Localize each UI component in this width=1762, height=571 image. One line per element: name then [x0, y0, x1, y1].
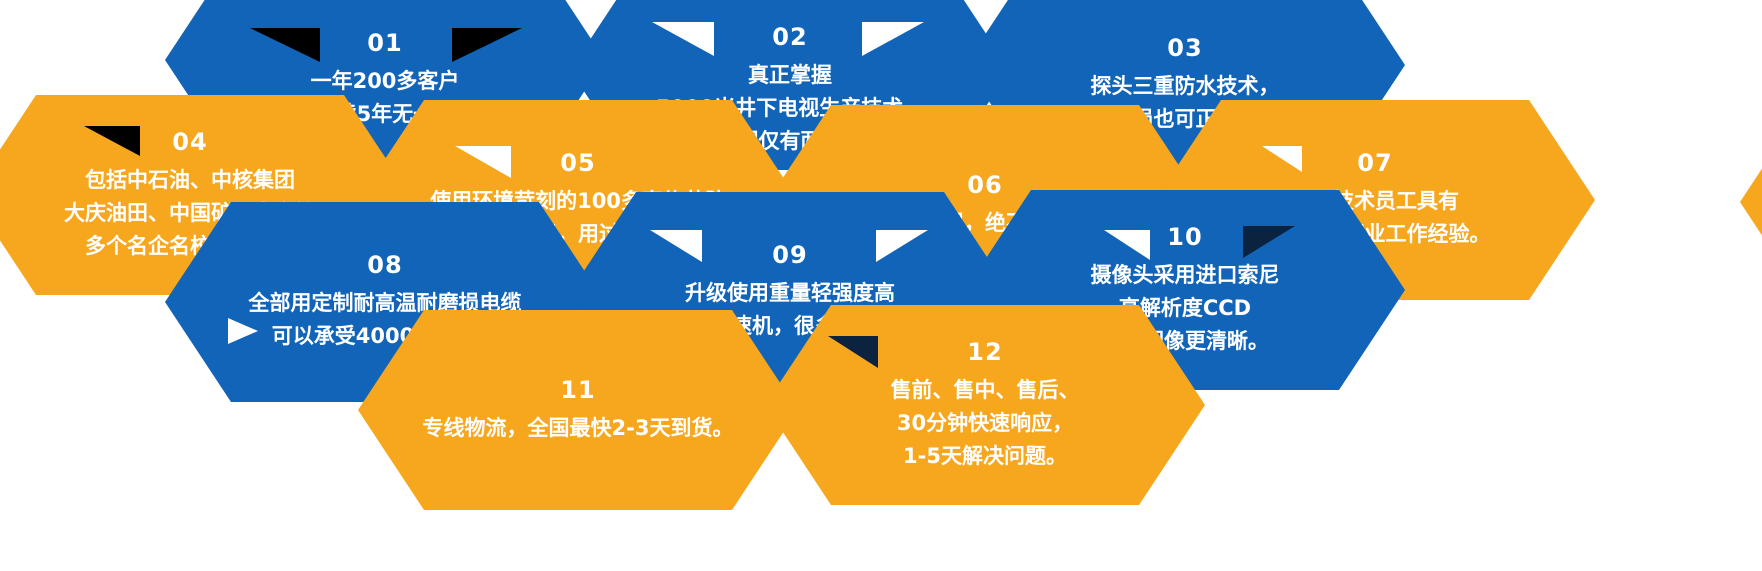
hexagon-line: 摄像头采用进口索尼: [1090, 262, 1280, 287]
hexagon-number: 07: [1357, 149, 1393, 177]
hexagon-number: 01: [367, 29, 403, 57]
hexagon-number: 04: [172, 127, 208, 156]
hexagon-line: 探头三重防水技术，: [1090, 74, 1280, 98]
hexagon-line: 包括中石油、中核集团: [85, 167, 295, 192]
hexagon-number: 11: [560, 375, 596, 404]
hexagon-number: 10: [1167, 222, 1203, 251]
hexagon-number: 09: [772, 241, 808, 269]
hexagon-11: 11 专线物流，全国最快2-3天到货。: [358, 310, 798, 510]
hexagon-line: 1-5天解决问题。: [903, 443, 1067, 468]
hexagon-number: 05: [560, 149, 596, 177]
hexagon-number: 02: [772, 22, 808, 51]
hexagon-number: 06: [967, 170, 1003, 199]
hexagon-12: 12 售前、售中、售后、 30分钟快速响应， 1-5天解决问题。: [765, 305, 1205, 505]
hexagon-line: 升级使用重量轻强度高: [685, 281, 895, 305]
hexagon-line: 真正掌握: [748, 62, 832, 87]
hexagon-line: 专线物流，全国最快2-3天到货。: [422, 415, 734, 440]
hexagon-number: 03: [1167, 34, 1203, 62]
hexagon-line: 一年200多客户: [310, 69, 460, 93]
hexagon-number: 08: [367, 251, 403, 279]
hexagon-line: 30分钟快速响应，: [896, 410, 1074, 435]
hexagon-offscreen-tip: [1740, 102, 1762, 302]
hexagon-line: 售前、售中、售后、: [890, 377, 1080, 402]
hexagon-number: 12: [967, 337, 1003, 366]
